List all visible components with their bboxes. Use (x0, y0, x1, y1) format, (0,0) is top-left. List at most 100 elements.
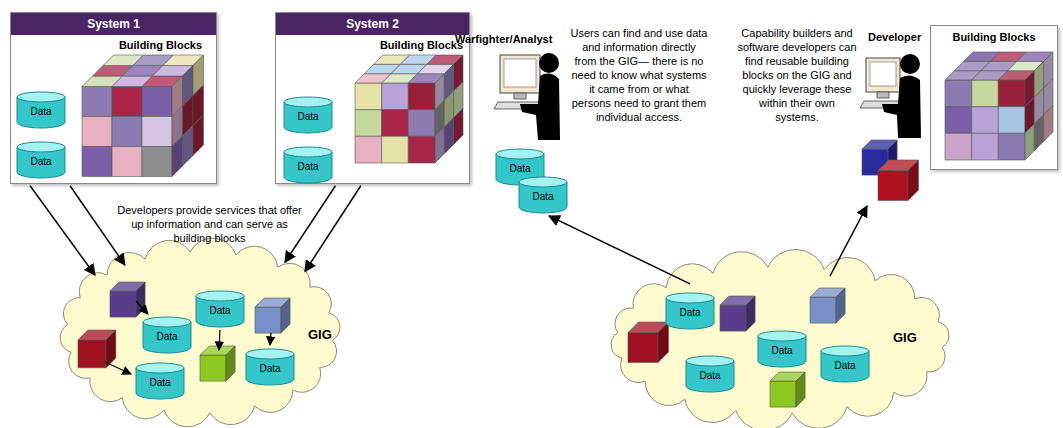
note-text: Developers provide services that offer u… (112, 203, 307, 245)
cube-cell (444, 118, 453, 154)
cube-cell (82, 87, 112, 117)
data-label: Data (16, 106, 66, 118)
cube-cell (972, 107, 999, 134)
cube-cell (382, 110, 409, 137)
gig-label: GIG (308, 327, 332, 342)
cube-cell (1025, 124, 1034, 160)
cube-cell (112, 87, 142, 117)
cube-cell (382, 83, 409, 110)
data-label: Data (135, 377, 185, 389)
role-label: Warfighter/Analyst (455, 32, 567, 46)
cube-cell (82, 117, 112, 147)
cylinder-top (196, 291, 244, 301)
cube-cell (945, 107, 972, 134)
cube-cell (720, 305, 746, 331)
system-title: System 2 (276, 13, 469, 35)
cube-cell (382, 136, 409, 163)
cube-cell (200, 355, 226, 381)
data-label: Data (757, 345, 807, 357)
data-cylinder: Data (665, 292, 715, 330)
inner-arrows (105, 206, 867, 374)
system-title: System 1 (11, 13, 216, 35)
cylinder-top (821, 346, 869, 356)
cube-cell (172, 136, 183, 177)
cylinder-top (519, 177, 567, 187)
building-blocks-box: Building Blocks (930, 25, 1058, 170)
cube-cell (770, 381, 796, 407)
cube-cell (746, 296, 755, 331)
data-cylinder: Data (195, 290, 245, 328)
cube-cell (355, 136, 382, 163)
data-cylinder: Data (518, 176, 568, 214)
cube-cell (796, 372, 805, 407)
cube-cell (142, 147, 172, 177)
developer-figure (860, 54, 921, 138)
cube-cell (972, 80, 999, 107)
cube-cell (945, 80, 972, 107)
cube-cell (408, 136, 435, 163)
data-label: Data (195, 305, 245, 317)
gig-label: GIG (893, 330, 917, 345)
cube-cell (136, 282, 145, 317)
cube-cell (435, 127, 444, 163)
gig-cloud: GIGDataDataDataData (605, 255, 955, 425)
cube-cell (628, 333, 658, 363)
cube-cell (908, 160, 919, 201)
data-label: Data (820, 360, 870, 372)
building-blocks-label: Building Blocks (11, 38, 216, 52)
cube-cell (106, 330, 116, 368)
cube-cell (408, 110, 435, 137)
warfighter-figure (494, 53, 560, 140)
cube-cell (110, 291, 136, 317)
flow-arrow (30, 186, 95, 275)
cylinder-top (686, 356, 734, 366)
cube-cell (658, 322, 669, 363)
flow-arrow (305, 186, 361, 272)
data-cylinder: Data (757, 330, 807, 368)
data-label: Data (685, 370, 735, 382)
flow-arrow (70, 186, 125, 265)
cube-cell (1044, 105, 1053, 141)
cylinder-top (143, 317, 191, 327)
cylinder-top (246, 349, 294, 359)
data-cylinder: Data (135, 362, 185, 400)
cube-cell (972, 133, 999, 160)
cube-cell (1034, 115, 1043, 151)
data-label: Data (142, 331, 192, 343)
cube-cell (355, 83, 382, 110)
building-blocks-label: Building Blocks (931, 30, 1057, 44)
cube-group (78, 52, 1053, 407)
flow-arrow (549, 216, 690, 284)
data-cylinder: Data (16, 91, 66, 129)
cube-cell (836, 288, 845, 323)
cube-cell (355, 110, 382, 137)
data-cylinder: Data (283, 146, 333, 184)
cylinder-top (284, 147, 332, 157)
data-cylinder: Data (685, 355, 735, 393)
cylinder-top (17, 142, 65, 152)
cylinder-top (666, 293, 714, 303)
system-box: System 1Building BlocksDataData (10, 12, 217, 184)
cube-cell (454, 108, 463, 144)
cloud-outline (611, 249, 949, 428)
data-cylinder: Data (820, 345, 870, 383)
cylinder-top (136, 363, 184, 373)
note-text: Capability builders and software develop… (737, 26, 857, 124)
cube-cell (226, 346, 235, 381)
system-box: System 2Building BlocksDataData (275, 12, 470, 184)
cube-cell (998, 107, 1025, 134)
cube-cell (142, 87, 172, 117)
data-label: Data (665, 307, 715, 319)
data-cylinder: Data (283, 96, 333, 134)
data-label: Data (518, 191, 568, 203)
data-cylinder: Data (245, 348, 295, 386)
role-label: Developer (868, 30, 930, 44)
cylinder-top (496, 149, 544, 159)
cube-cell (255, 307, 281, 333)
data-label: Data (283, 161, 333, 173)
building-blocks-label: Building Blocks (276, 38, 469, 52)
cube-cell (945, 133, 972, 160)
data-cylinder: Data (16, 141, 66, 179)
cube-cell (112, 117, 142, 147)
cube-cell (998, 80, 1025, 107)
